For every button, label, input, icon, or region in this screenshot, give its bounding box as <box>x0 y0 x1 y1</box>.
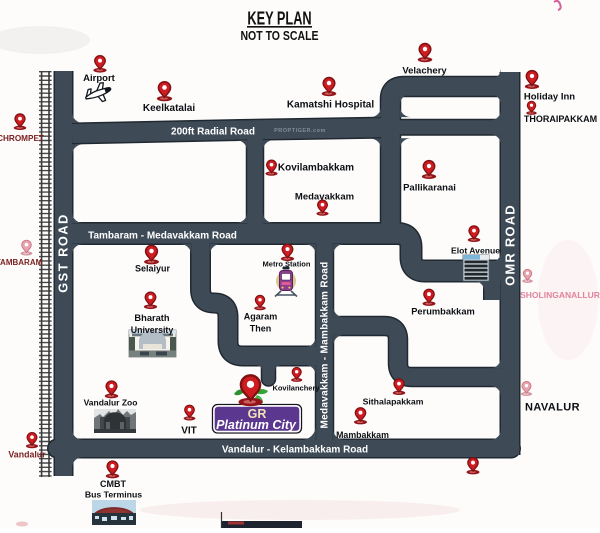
svg-text:SHOLINGANALLUR: SHOLINGANALLUR <box>520 290 600 300</box>
svg-text:Mambakkam: Mambakkam <box>336 430 389 440</box>
svg-text:Vandalur - Kelambakkam Road: Vandalur - Kelambakkam Road <box>222 445 368 456</box>
svg-text:Bharath: Bharath <box>134 313 169 323</box>
svg-text:University: University <box>131 325 174 335</box>
svg-text:Bus Terminus: Bus Terminus <box>85 490 142 500</box>
svg-text:Selaiyur: Selaiyur <box>135 264 171 274</box>
svg-text:Vandalur: Vandalur <box>8 450 46 460</box>
svg-text:200ft Radial Road: 200ft Radial Road <box>171 127 255 138</box>
svg-text:Elot Avenue: Elot Avenue <box>451 246 500 256</box>
svg-text:Keelkatalai: Keelkatalai <box>143 103 195 114</box>
svg-text:Kovilanchery: Kovilanchery <box>272 384 320 393</box>
svg-text:Platinum City: Platinum City <box>216 418 297 432</box>
svg-text:Kamatshi Hospital: Kamatshi Hospital <box>287 100 374 111</box>
svg-text:Metro Station: Metro Station <box>263 260 311 269</box>
svg-text:Holiday Inn: Holiday Inn <box>524 92 575 103</box>
svg-text:Kovilambakkam: Kovilambakkam <box>278 163 354 174</box>
svg-text:Agaram: Agaram <box>244 312 278 322</box>
svg-text:GST ROAD: GST ROAD <box>56 213 71 293</box>
svg-text:Medavakkam: Medavakkam <box>295 192 354 203</box>
svg-text:VIT: VIT <box>181 426 197 437</box>
svg-text:NOT TO SCALE: NOT TO SCALE <box>240 28 318 43</box>
svg-text:CHROMPET: CHROMPET <box>0 134 44 143</box>
svg-text:NAVALUR: NAVALUR <box>525 402 580 414</box>
svg-text:Tambaram - Medavakkam Road: Tambaram - Medavakkam Road <box>88 231 237 242</box>
svg-text:Medavakkam - Mambakkam Road: Medavakkam - Mambakkam Road <box>320 261 331 428</box>
svg-text:Perumbakkam: Perumbakkam <box>411 307 475 317</box>
svg-text:Velachery: Velachery <box>402 66 447 77</box>
svg-text:Sithalapakkam: Sithalapakkam <box>363 397 424 407</box>
svg-text:Airport: Airport <box>83 73 116 84</box>
svg-text:THORAIPAKKAM: THORAIPAKKAM <box>524 114 597 124</box>
svg-text:PROPTIGER.com: PROPTIGER.com <box>274 128 326 134</box>
svg-text:Pallikaranai: Pallikaranai <box>403 183 456 194</box>
svg-text:CMBT: CMBT <box>100 479 126 489</box>
svg-text:Vandalur Zoo: Vandalur Zoo <box>84 398 138 408</box>
svg-text:OMR ROAD: OMR ROAD <box>503 204 518 286</box>
svg-text:GR: GR <box>248 407 267 421</box>
svg-text:KEY PLAN: KEY PLAN <box>247 9 311 29</box>
svg-text:TAMBARAM: TAMBARAM <box>0 258 43 267</box>
svg-text:Then: Then <box>250 324 272 334</box>
